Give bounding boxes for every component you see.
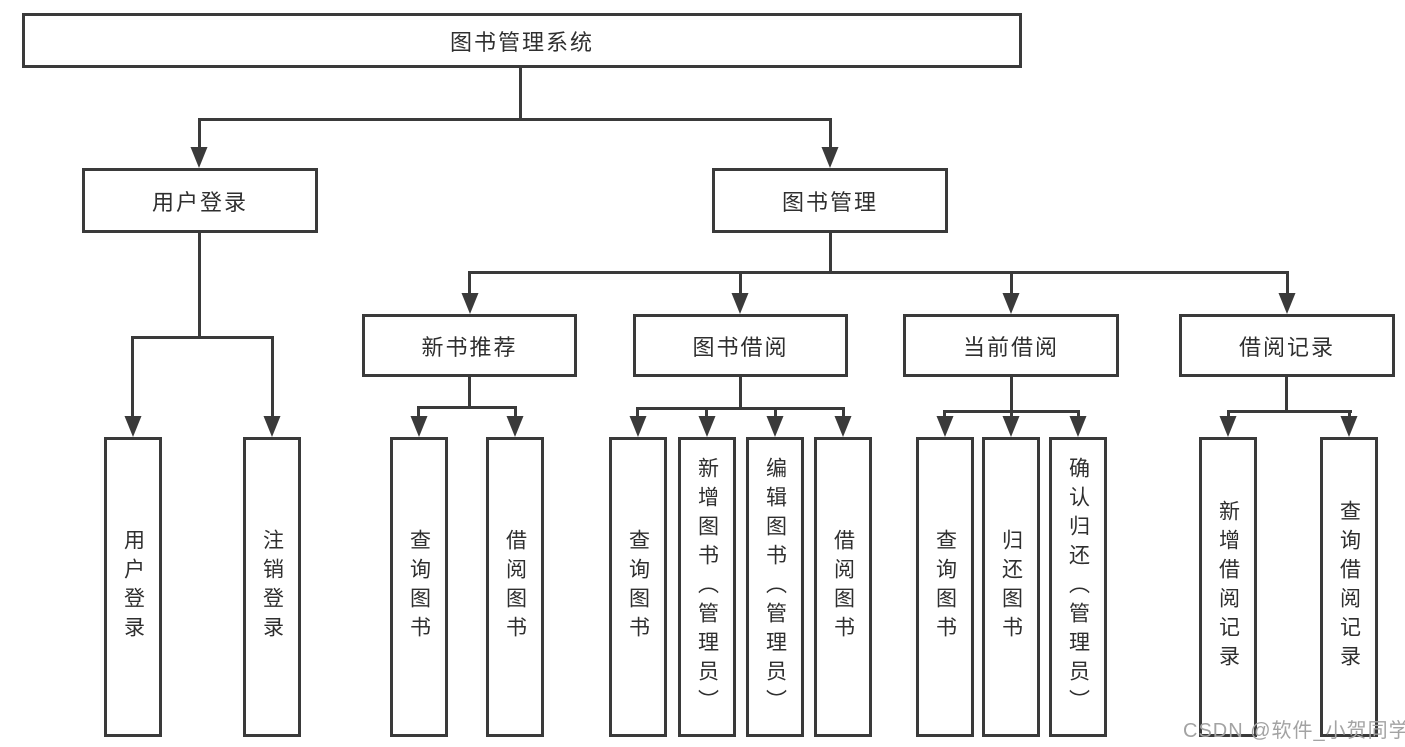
arrowhead-down-icon [1340,416,1358,437]
arrowhead-down-icon [766,416,784,437]
connector-line [705,407,708,421]
connector-line [468,271,1289,274]
connector-line [198,233,201,338]
node-user-login: 用户登录 [82,168,318,233]
node-leaf-query-books-1: 查询图书 [390,437,448,737]
arrowhead-down-icon [190,147,208,168]
node-book-borrowing: 图书借阅 [633,314,848,377]
node-leaf-logout: 注销登录 [243,437,301,737]
arrowhead-down-icon [410,416,428,437]
arrowhead-down-icon [821,147,839,168]
arrowhead-down-icon [731,293,749,314]
connector-line [829,118,832,152]
connector-line [1286,271,1289,298]
connector-line [1077,410,1080,421]
connector-line [739,271,742,298]
connector-line [842,407,845,421]
connector-line [774,407,777,421]
connector-line [636,407,639,421]
connector-line [519,68,522,118]
arrowhead-down-icon [263,416,281,437]
connector-line [198,118,832,121]
node-leaf-add-borrow-record: 新增借阅记录 [1199,437,1257,737]
connector-line [1285,377,1288,412]
arrowhead-down-icon [461,293,479,314]
arrowhead-down-icon [124,416,142,437]
node-leaf-query-books-2: 查询图书 [609,437,667,737]
node-current-borrowing: 当前借阅 [903,314,1119,377]
connector-line [829,233,832,273]
connector-line [271,336,274,421]
connector-line [1010,271,1013,298]
node-leaf-query-borrow-record: 查询借阅记录 [1320,437,1378,737]
arrowhead-down-icon [698,416,716,437]
connector-line [131,336,274,339]
arrowhead-down-icon [506,416,524,437]
arrowhead-down-icon [1278,293,1296,314]
arrowhead-down-icon [1219,416,1237,437]
node-leaf-query-books-3: 查询图书 [916,437,974,737]
node-book-management: 图书管理 [712,168,948,233]
watermark-text: CSDN @软件_小贺同学 [1183,720,1405,742]
node-root: 图书管理系统 [22,13,1022,68]
connector-line [198,118,201,152]
arrowhead-down-icon [834,416,852,437]
connector-line [1010,377,1013,412]
arrowhead-down-icon [1069,416,1087,437]
node-leaf-add-books: 新增图书（管理员） [678,437,736,737]
connector-line [739,377,742,409]
connector-line [1348,410,1351,421]
connector-line [131,336,134,421]
arrowhead-down-icon [1002,416,1020,437]
connector-line [943,410,946,421]
node-leaf-confirm-return: 确认归还（管理员） [1049,437,1107,737]
connector-line [468,271,471,298]
connector-line [468,377,471,408]
node-leaf-user-login: 用户登录 [104,437,162,737]
node-borrowing-records: 借阅记录 [1179,314,1395,377]
connector-line [636,407,845,410]
arrowhead-down-icon [629,416,647,437]
connector-line [1010,410,1013,421]
connector-line [417,406,420,421]
connector-line [514,406,517,421]
connector-line [417,406,517,409]
connector-line [1227,410,1230,421]
node-leaf-edit-books: 编辑图书（管理员） [746,437,804,737]
node-leaf-borrow-books-2: 借阅图书 [814,437,872,737]
connector-line [1227,410,1352,413]
arrowhead-down-icon [1002,293,1020,314]
node-leaf-borrow-books-1: 借阅图书 [486,437,544,737]
arrowhead-down-icon [936,416,954,437]
node-leaf-return-books: 归还图书 [982,437,1040,737]
node-new-book-recommend: 新书推荐 [362,314,577,377]
